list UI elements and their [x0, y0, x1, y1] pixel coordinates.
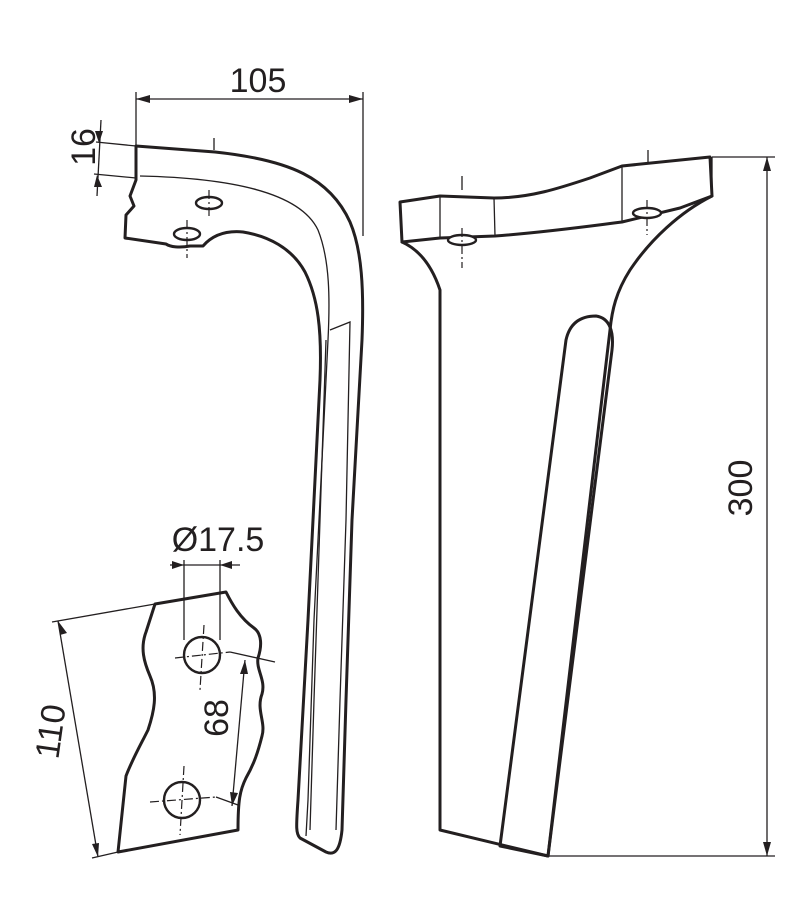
dimension-105: 105	[135, 62, 364, 236]
side-view-bevel-line	[139, 175, 330, 837]
dimension-105-label: 105	[230, 62, 287, 100]
side-view-outline	[123, 144, 365, 855]
dimension-110: 110	[29, 603, 156, 859]
front-view-flange-top	[398, 155, 714, 244]
dimension-300-label: 300	[722, 460, 760, 517]
detail-view-plate	[116, 590, 265, 854]
dimension-16-label: 16	[65, 128, 103, 166]
dimension-16: 16	[65, 119, 137, 197]
side-view	[123, 138, 365, 855]
dimension-hole-diameter-label: Ø17.5	[172, 521, 265, 559]
dimension-hole-diameter: Ø17.5	[170, 521, 264, 640]
front-view-body	[400, 194, 714, 858]
dimension-68: 68	[198, 651, 276, 807]
side-view-edge-line	[329, 321, 351, 831]
detail-view	[116, 590, 265, 854]
dimension-68-label: 68	[198, 699, 236, 737]
dimension-300: 300	[548, 156, 775, 857]
dimension-110-label: 110	[29, 702, 74, 761]
front-view	[398, 150, 714, 858]
side-view-edge-line-2	[309, 339, 327, 831]
front-view-relief	[498, 314, 614, 858]
